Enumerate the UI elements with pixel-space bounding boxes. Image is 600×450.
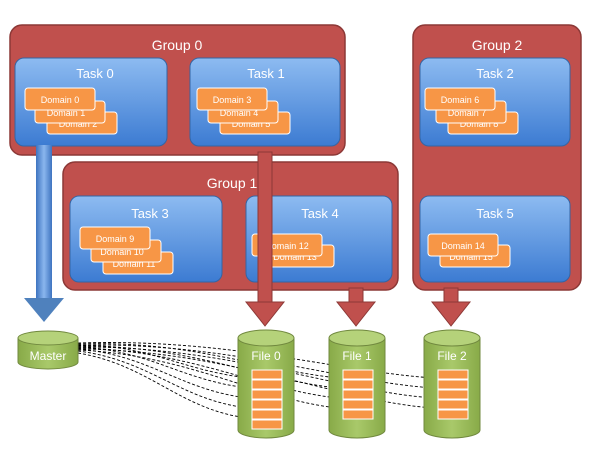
group-1-label: Group 1 xyxy=(207,175,258,191)
domain-10-label: Domain 10 xyxy=(100,247,144,257)
file-2-arrow xyxy=(430,287,472,327)
domain-2-label: Domain 2 xyxy=(59,119,98,129)
task-4-box: Task 4 Domain 13 Domain 12 xyxy=(245,195,393,283)
group-0-label: Group 0 xyxy=(152,37,203,53)
domain-13-label: Domain 13 xyxy=(273,252,317,262)
domain-6-card: Domain 6 xyxy=(424,87,496,111)
task-3-label: Task 3 xyxy=(131,206,169,221)
domain-1-label: Domain 1 xyxy=(47,108,86,118)
file-1-arrow xyxy=(335,287,377,327)
file-2-label: File 2 xyxy=(437,349,467,363)
domain-11-label: Domain 11 xyxy=(113,259,156,269)
domain-7-label: Domain 7 xyxy=(448,108,487,118)
master-storage: Master xyxy=(17,330,79,370)
domain-14-card: Domain 14 xyxy=(427,233,499,257)
task-0-box: Task 0 Domain 2 Domain 1 Domain 0 xyxy=(14,57,168,147)
task-2-box: Task 2 Domain 8 Domain 7 Domain 6 xyxy=(419,57,571,147)
task-3-box: Task 3 Domain 11 Domain 10 Domain 9 xyxy=(69,195,223,283)
domain-0-label: Domain 0 xyxy=(41,95,80,105)
domain-8-label: Domain 8 xyxy=(460,119,499,129)
domain-3-card: Domain 3 xyxy=(196,87,268,111)
file-1-label: File 1 xyxy=(342,349,372,363)
task-4-label: Task 4 xyxy=(301,206,339,221)
domain-14-label: Domain 14 xyxy=(441,241,485,251)
file-1-slots xyxy=(342,369,374,420)
domain-12-label: Domain 12 xyxy=(265,241,309,251)
file-0-label: File 0 xyxy=(251,349,281,363)
domain-6-label: Domain 6 xyxy=(441,95,480,105)
task-1-box: Task 1 Domain 5 Domain 4 Domain 3 xyxy=(189,57,341,147)
domain-0-card: Domain 0 xyxy=(24,87,96,111)
file-0-slots xyxy=(251,369,283,430)
task-1-label: Task 1 xyxy=(247,66,285,81)
domain-3-label: Domain 3 xyxy=(213,95,252,105)
master-arrow xyxy=(24,145,64,322)
domain-4-label: Domain 4 xyxy=(220,108,259,118)
task-5-label: Task 5 xyxy=(476,206,514,221)
domain-5-label: Domain 5 xyxy=(232,119,271,129)
group-2-label: Group 2 xyxy=(472,37,523,53)
file-0-storage: File 0 xyxy=(237,329,295,439)
file-0-arrow xyxy=(244,151,286,327)
domain-9-card: Domain 9 xyxy=(79,226,151,250)
task-5-box: Task 5 Domain 15 Domain 14 xyxy=(419,195,571,283)
domain-9-label: Domain 9 xyxy=(96,234,135,244)
file-2-storage: File 2 xyxy=(423,329,481,439)
task-2-label: Task 2 xyxy=(476,66,514,81)
file-2-slots xyxy=(437,369,469,420)
domain-15-label: Domain 15 xyxy=(449,252,493,262)
file-1-storage: File 1 xyxy=(328,329,386,439)
master-label: Master xyxy=(30,349,67,363)
task-0-label: Task 0 xyxy=(76,66,114,81)
